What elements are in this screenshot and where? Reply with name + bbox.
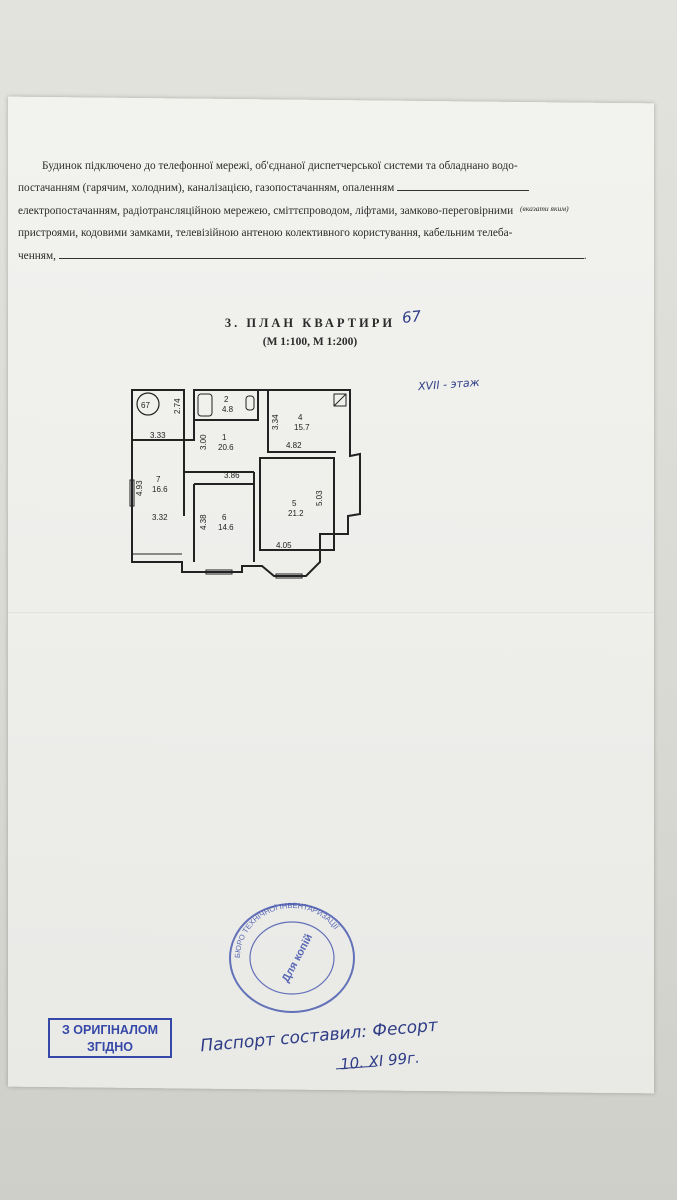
paragraph-line-5-text: ченням,: [18, 249, 56, 262]
dimension-2-74: 2.74: [173, 398, 182, 414]
room-number-4: 4: [298, 413, 303, 422]
plan-apartment-label: 67: [141, 401, 150, 410]
room-area-7: 16.6: [152, 485, 168, 494]
seal-outer-ring: [229, 903, 355, 1013]
paragraph-line-4: пристроями, кодовими замками, телевізійн…: [18, 227, 513, 240]
floor-plan: 67 1 20.6 2 4.8 4 15.7 5 21.2 6 14.6 7 1…: [129, 389, 361, 579]
specify-note: (вказати яким): [520, 204, 569, 213]
room-area-2: 4.8: [222, 405, 234, 414]
room-number-5: 5: [292, 499, 297, 508]
plan-sink: [333, 393, 347, 407]
plan-window-room5: [275, 573, 303, 579]
paper-fold-line: [8, 612, 654, 615]
dimension-4-05: 4.05: [276, 541, 292, 550]
dimension-5-03: 5.03: [315, 490, 324, 506]
paragraph-line-3: електропостачанням, радіотрансляційною м…: [18, 204, 514, 217]
room-number-1: 1: [222, 433, 227, 442]
plan-outer-wall: [131, 389, 361, 577]
dimension-3-33: 3.33: [150, 431, 166, 440]
official-round-seal: БЮРО ТЕХНІЧНОЇ ІНВЕНТАРИЗАЦІЇ Для копій: [229, 901, 355, 1013]
plan-wall-room5-outline: [259, 457, 335, 551]
stamp-line-2: ЗГІДНО: [86, 1040, 134, 1054]
heating-blank-line: [397, 179, 530, 192]
dimension-4-82: 4.82: [286, 441, 302, 450]
dimension-3-86: 3.86: [224, 471, 240, 480]
plan-bathtub: [197, 393, 213, 417]
paragraph-line-5: ченням, .: [18, 245, 600, 267]
dimension-3-00: 3.00: [199, 434, 208, 450]
plan-wall-room4-left: [267, 390, 336, 453]
cable-blank-line: [58, 247, 584, 259]
plan-wall-bath: [194, 390, 259, 421]
paragraph-line-2: постачанням (гарячим, холодним), каналіз…: [18, 177, 600, 199]
room-area-6: 14.6: [218, 523, 234, 532]
paragraph-line-1: Будинок підключено до телефонної мережі,…: [42, 160, 518, 172]
handwritten-apartment-number: 67: [401, 307, 422, 327]
plan-window-room6: [205, 569, 233, 575]
paragraph-line-2-text: постачанням (гарячим, холодним), каналіз…: [18, 182, 395, 195]
room-number-2: 2: [224, 395, 229, 404]
dimension-3-34: 3.34: [271, 414, 280, 430]
utilities-paragraph: Будинок підключено до телефонної мережі,…: [18, 155, 600, 267]
plan-toilet: [245, 395, 255, 411]
plan-window-room7: [129, 479, 135, 507]
room-area-4: 15.7: [294, 423, 310, 432]
room-area-5: 21.2: [288, 509, 304, 518]
dimension-4-93: 4.93: [135, 480, 144, 496]
room-number-7: 7: [156, 475, 161, 484]
dimension-3-32: 3.32: [152, 513, 168, 522]
seal-center-text: Для копій: [280, 932, 315, 984]
seal-ring-text: БЮРО ТЕХНІЧНОЇ ІНВЕНТАРИЗАЦІЇ: [233, 901, 341, 958]
room-number-6: 6: [222, 513, 227, 522]
dimension-4-38: 4.38: [199, 514, 208, 530]
stamp-line-1: З ОРИГІНАЛОМ: [61, 1023, 159, 1037]
plan-apartment-circle: [136, 392, 160, 416]
section-title: 3. ПЛАН КВАРТИРИ: [224, 316, 396, 330]
plan-sink-mark: [333, 393, 347, 407]
scale-label: (М 1:100, М 1:200): [262, 336, 358, 348]
original-conformity-stamp: З ОРИГІНАЛОМ ЗГІДНО: [48, 1018, 172, 1058]
room-area-1: 20.6: [218, 443, 234, 452]
seal-inner-ring: [249, 921, 335, 995]
